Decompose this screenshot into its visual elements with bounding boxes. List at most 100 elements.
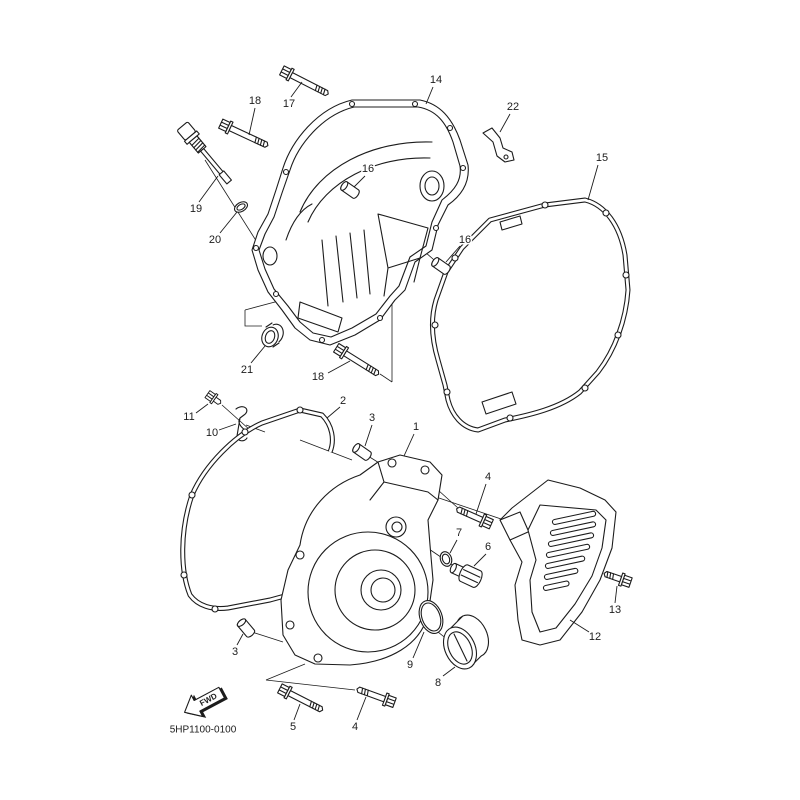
leader-line-8 <box>442 666 456 677</box>
callout-19: 19 <box>190 203 202 215</box>
cover-partition <box>377 213 429 297</box>
bolt-shaft <box>212 396 222 405</box>
bolt-thread <box>460 507 469 517</box>
bolt-shaft <box>356 686 387 703</box>
dowel-end <box>340 181 349 191</box>
leader-line-3-lower <box>236 633 244 646</box>
part-12-cover <box>499 479 617 646</box>
cover-bolt-hole <box>376 314 384 322</box>
callout-13: 13 <box>609 604 621 616</box>
cover-bolt-hole <box>420 465 430 475</box>
part-18-bolt <box>333 342 380 377</box>
gasket-bolt-hole <box>622 271 630 279</box>
part-18-bolt <box>218 118 269 148</box>
part-4-bolt <box>356 686 397 708</box>
leader-line-14 <box>425 86 434 105</box>
part-4-bolt <box>456 506 494 530</box>
dowel-end <box>236 618 247 627</box>
bolt-flange <box>285 67 295 82</box>
cover-outer-flange <box>251 99 469 346</box>
leader-line-15 <box>587 164 599 201</box>
leader-line-18-lower <box>327 360 351 374</box>
seal-side <box>265 322 280 348</box>
part-21-oil-seal <box>261 322 284 348</box>
bolt-flange <box>209 393 219 405</box>
callout-16-upper: 16 <box>362 163 374 175</box>
gasket-bolt-hole <box>180 571 188 579</box>
callout-7: 7 <box>456 527 462 539</box>
projection-line <box>437 489 459 509</box>
o-ring-inner <box>420 602 442 632</box>
cover-dome-edge <box>299 141 433 213</box>
leader-line-1 <box>403 433 415 457</box>
part-8-plug <box>442 614 490 670</box>
gasket-bolt-hole <box>602 209 610 217</box>
plug-hex-faces <box>460 569 481 584</box>
part-20-o-ring <box>233 201 249 213</box>
callout-14: 14 <box>430 74 442 86</box>
part-11-bolt <box>204 390 222 405</box>
callout-4-lower: 4 <box>352 721 358 733</box>
leader-line-20 <box>219 211 238 234</box>
cover-bolt-hole <box>318 336 326 344</box>
callout-22: 22 <box>507 101 519 113</box>
grille-slot <box>542 580 570 591</box>
cover-bolt-hole <box>432 224 440 232</box>
cover-bolt-hole <box>285 620 295 630</box>
part-15-gasket <box>432 200 629 430</box>
projection-line <box>299 439 353 461</box>
plug-thread-end <box>449 562 457 574</box>
grille-slot <box>544 555 586 569</box>
cover-bolt-hole <box>252 244 260 252</box>
grille-slot <box>547 532 595 547</box>
cover-grille <box>542 510 597 591</box>
gasket-bolt-hole <box>581 384 589 392</box>
leader-line-4-upper <box>475 483 487 515</box>
projection-line <box>204 159 263 251</box>
grille-slot <box>543 567 579 580</box>
bolt-flange <box>381 692 390 707</box>
leader-line-4-lower <box>356 696 367 721</box>
oil-filler-boss <box>262 246 278 266</box>
cover-bolt-hole <box>282 168 290 176</box>
cover-inner-flange <box>258 106 461 338</box>
gasket-bolt-hole <box>211 605 219 613</box>
leader-line-13 <box>614 585 618 604</box>
cover-bolt-hole <box>459 164 467 172</box>
cover-bolt-hole <box>446 124 454 132</box>
projection-line <box>265 679 356 691</box>
callout-8: 8 <box>435 677 441 689</box>
cover-shoulder <box>369 461 439 501</box>
callout-5: 5 <box>290 721 296 733</box>
bolt-thread <box>361 687 369 697</box>
dipstick-blade <box>218 170 232 185</box>
cover-ribs <box>321 229 371 307</box>
cover-bolt-hole <box>387 458 397 468</box>
bolt-flange <box>617 572 626 587</box>
callout-3-lower: 3 <box>232 646 238 658</box>
part-6-plug <box>449 562 483 588</box>
gasket-bolt-hole <box>431 321 439 329</box>
leader-line-5 <box>293 703 301 721</box>
cover-center-boss <box>360 569 402 611</box>
part-5-bolt <box>277 683 324 713</box>
bracket-hole <box>503 154 509 160</box>
grille-slot <box>549 521 597 536</box>
gasket-bolt-hole <box>451 254 459 262</box>
gasket-bolt-hole <box>506 414 514 422</box>
callout-6: 6 <box>485 541 491 553</box>
leader-line-7 <box>449 539 458 554</box>
part-16-dowel-pin <box>340 181 360 199</box>
bolt-head <box>277 683 290 698</box>
cover-bolt-hole <box>313 653 323 663</box>
leader-line-16-right <box>445 245 461 263</box>
cover-inspection-hole <box>391 521 403 533</box>
cover-inspection-boss <box>385 516 407 538</box>
cover-bolt-hole <box>411 100 419 108</box>
bolt-flange <box>478 513 488 528</box>
bolt-thread <box>365 363 377 376</box>
grille-slot <box>545 543 591 558</box>
drawing-code: 5HP1100-0100 <box>170 725 237 736</box>
callout-labels: 17 18 14 22 16 15 19 20 16 21 18 11 2 10… <box>182 73 623 735</box>
